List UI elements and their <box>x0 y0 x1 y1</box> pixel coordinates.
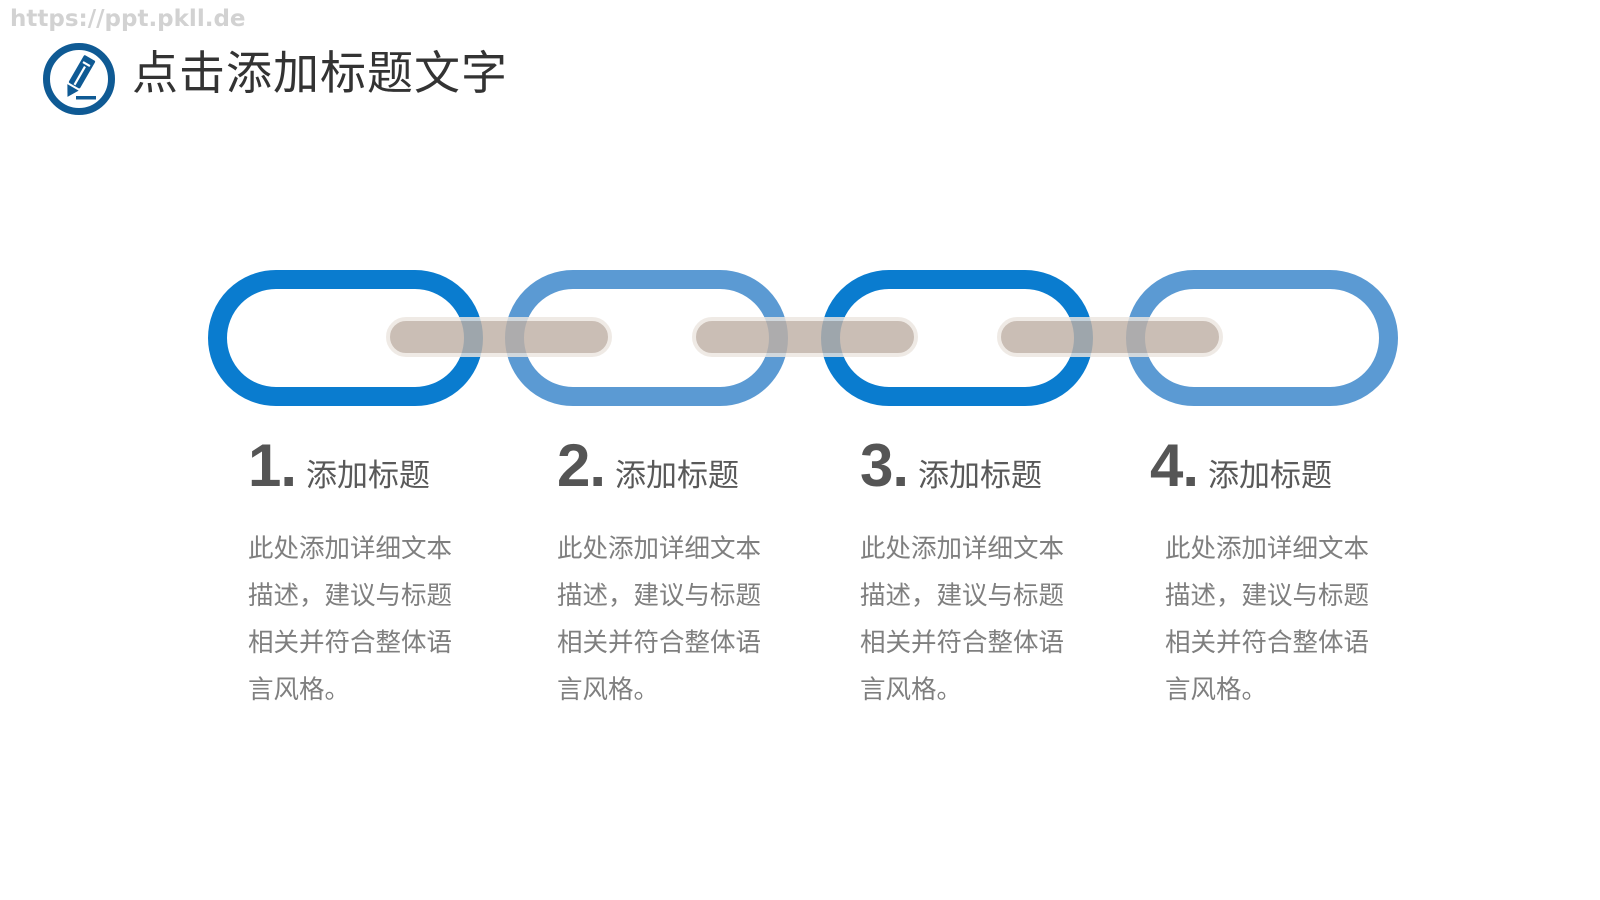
description-line: 相关并符合整体语 <box>248 628 453 658</box>
chain-connector-3 <box>997 317 1223 357</box>
pencil-circle-icon <box>42 42 116 116</box>
description-line: 描述，建议与标题 <box>860 581 1065 611</box>
chain-connector-2 <box>692 317 918 357</box>
step-description: 此处添加详细文本 描述，建议与标题 相关并符合整体语 言风格。 <box>860 526 1085 714</box>
step-heading: 4. 添加标题 <box>1150 436 1410 496</box>
description-line: 言风格。 <box>1165 675 1268 705</box>
step-description: 此处添加详细文本 描述，建议与标题 相关并符合整体语 言风格。 <box>248 526 473 714</box>
description-line: 描述，建议与标题 <box>1165 581 1370 611</box>
watermark-url: https://ppt.pkll.de <box>10 6 246 32</box>
step-heading: 1. 添加标题 <box>248 436 508 496</box>
step-title: 添加标题 <box>1208 458 1333 494</box>
description-line: 言风格。 <box>248 675 351 705</box>
description-line: 此处添加详细文本 <box>860 534 1065 564</box>
step-number: 2. <box>557 432 606 499</box>
step-title: 添加标题 <box>306 458 431 494</box>
step-description: 此处添加详细文本 描述，建议与标题 相关并符合整体语 言风格。 <box>557 526 782 714</box>
description-line: 此处添加详细文本 <box>1165 534 1370 564</box>
description-line: 相关并符合整体语 <box>557 628 762 658</box>
step-3: 3. 添加标题 此处添加详细文本 描述，建议与标题 相关并符合整体语 言风格。 <box>860 436 1120 714</box>
page-title: 点击添加标题文字 <box>132 46 508 100</box>
description-line: 此处添加详细文本 <box>557 534 762 564</box>
description-line: 描述，建议与标题 <box>248 581 453 611</box>
description-line: 相关并符合整体语 <box>860 628 1065 658</box>
description-line: 描述，建议与标题 <box>557 581 762 611</box>
step-4: 4. 添加标题 此处添加详细文本 描述，建议与标题 相关并符合整体语 言风格。 <box>1150 436 1410 714</box>
description-line: 此处添加详细文本 <box>248 534 453 564</box>
step-description: 此处添加详细文本 描述，建议与标题 相关并符合整体语 言风格。 <box>1165 526 1390 714</box>
step-number: 4. <box>1150 432 1199 499</box>
step-title: 添加标题 <box>615 458 740 494</box>
step-heading: 3. 添加标题 <box>860 436 1120 496</box>
step-heading: 2. 添加标题 <box>557 436 817 496</box>
chain-connector-1 <box>386 317 612 357</box>
step-number: 3. <box>860 432 909 499</box>
description-line: 言风格。 <box>557 675 660 705</box>
description-line: 言风格。 <box>860 675 963 705</box>
step-2: 2. 添加标题 此处添加详细文本 描述，建议与标题 相关并符合整体语 言风格。 <box>557 436 817 714</box>
description-line: 相关并符合整体语 <box>1165 628 1370 658</box>
step-number: 1. <box>248 432 297 499</box>
step-1: 1. 添加标题 此处添加详细文本 描述，建议与标题 相关并符合整体语 言风格。 <box>248 436 508 714</box>
step-title: 添加标题 <box>918 458 1043 494</box>
